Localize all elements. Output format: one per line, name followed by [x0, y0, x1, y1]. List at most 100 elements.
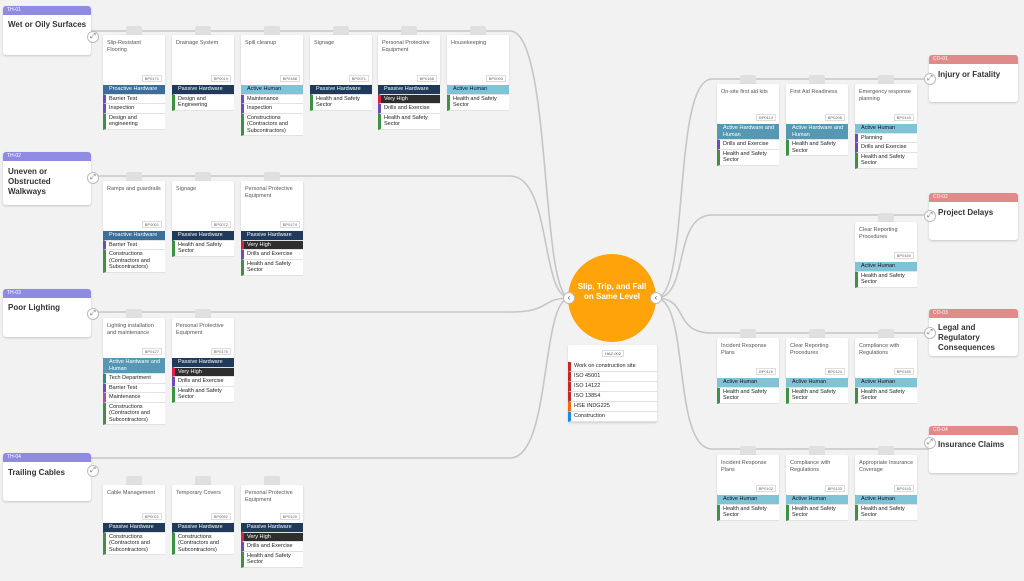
- barrier-drag-handle[interactable]: [264, 476, 280, 487]
- barrier-category: Constructions (Contractors and Subcontra…: [241, 113, 303, 136]
- barrier-name: Clear Reporting Procedures: [790, 343, 829, 356]
- barrier-drag-handle[interactable]: [809, 75, 825, 86]
- barrier-category: Drills and Exercise: [378, 104, 440, 114]
- barrier-hardware-type: Active Human: [855, 262, 917, 272]
- barrier-drag-handle[interactable]: [333, 26, 349, 37]
- barrier-name: Incident Response Plans: [721, 343, 767, 356]
- barrier-drag-handle[interactable]: [878, 329, 894, 340]
- collapse-threats-icon[interactable]: ‹: [563, 292, 575, 304]
- barrier-drag-handle[interactable]: [126, 309, 142, 320]
- barrier-category: Design and Engineering: [172, 94, 234, 111]
- consequence-card[interactable]: CO-04 Insurance Claims ⤢: [924, 426, 1018, 473]
- barrier-category: Health and Safety Sector: [786, 140, 848, 156]
- threat-code-tag: TH-02: [3, 152, 91, 161]
- barrier-category: Drills and Exercise: [241, 542, 303, 552]
- consequence-card[interactable]: CO-02 Project Delays ⤢: [924, 193, 1018, 240]
- barrier-category: Health and Safety Sector: [378, 113, 440, 130]
- barrier-id: BP0116: [756, 368, 776, 375]
- barrier-drag-handle[interactable]: [195, 309, 211, 320]
- expand-icon[interactable]: ⤢: [924, 210, 936, 222]
- barrier-name: First Aid Readiness: [790, 89, 838, 95]
- barrier-hardware-type: Passive Hardware: [172, 523, 234, 533]
- barrier-category: Barrier Test: [103, 240, 165, 250]
- threat-card[interactable]: TH-02 Uneven or Obstructed Walkways ⤢: [3, 152, 99, 205]
- expand-icon[interactable]: ⤢: [924, 327, 936, 339]
- collapse-consequences-icon[interactable]: ‹: [650, 292, 662, 304]
- barrier-drag-handle[interactable]: [126, 26, 142, 37]
- hazard-tag: Work on construction site: [568, 362, 657, 372]
- consequence-card[interactable]: CO-03 Legal and Regulatory Consequences …: [924, 309, 1018, 356]
- barrier-drag-handle[interactable]: [195, 172, 211, 183]
- barrier-drag-handle[interactable]: [470, 26, 486, 37]
- expand-icon[interactable]: ⤢: [87, 308, 99, 320]
- expand-icon[interactable]: ⤢: [924, 73, 936, 85]
- consequence-code-tag: CO-04: [929, 426, 1018, 435]
- barrier-id: BP0093: [485, 75, 506, 82]
- hazard-tag: ISO 45001: [568, 372, 657, 382]
- expand-icon[interactable]: ⤢: [87, 172, 99, 184]
- barrier-category: Health and Safety Sector: [172, 240, 234, 257]
- consequence-title: Project Delays: [938, 208, 994, 217]
- barrier-id: BP0208: [824, 114, 845, 121]
- expand-icon[interactable]: ⤢: [87, 31, 99, 43]
- barrier-name: Incident Response Plans: [721, 460, 767, 473]
- barrier-category: Health and Safety Sector: [855, 152, 917, 169]
- barrier-drag-handle[interactable]: [126, 172, 142, 183]
- barrier-drag-handle[interactable]: [740, 75, 756, 86]
- consequence-card[interactable]: CO-01 Injury or Fatality ⤢: [924, 55, 1018, 102]
- barrier-drag-handle[interactable]: [126, 476, 142, 487]
- barrier-category: Health and Safety Sector: [855, 387, 917, 404]
- threat-title: Wet or Oily Surfaces: [8, 20, 87, 29]
- hazard-node[interactable]: Slip, Trip, and Fall on Same Level: [568, 254, 656, 342]
- expand-icon[interactable]: ⤢: [924, 437, 936, 449]
- barrier-hardware-type: Passive Hardware: [172, 85, 234, 95]
- barrier-drag-handle[interactable]: [195, 476, 211, 487]
- barrier-name: Personal Protective Equipment: [382, 40, 430, 53]
- barrier-hardware-type: Passive Hardware: [172, 231, 234, 241]
- expand-icon[interactable]: ⤢: [87, 465, 99, 477]
- barrier-drag-handle[interactable]: [809, 446, 825, 457]
- threat-card[interactable]: TH-01 Wet or Oily Surfaces ⤢: [3, 6, 99, 55]
- barrier-id: BP0120: [279, 513, 300, 520]
- barrier-drag-handle[interactable]: [264, 172, 280, 183]
- hazard-tag: ISO 13854: [568, 392, 657, 402]
- barrier-drag-handle[interactable]: [809, 329, 825, 340]
- threat-card[interactable]: TH-04 Trailing Cables ⤢: [3, 453, 99, 501]
- barrier-drag-handle[interactable]: [740, 446, 756, 457]
- barrier-drag-handle[interactable]: [878, 75, 894, 86]
- threat-card[interactable]: TH-03 Poor Lighting ⤢: [3, 289, 99, 337]
- barrier-drag-handle[interactable]: [740, 329, 756, 340]
- barrier-drag-handle[interactable]: [878, 446, 894, 457]
- consequence-title: Legal and Regulatory Consequences: [938, 323, 995, 352]
- barrier-drag-handle[interactable]: [264, 26, 280, 37]
- barrier-id: BP0168: [416, 75, 437, 82]
- barrier-drag-handle[interactable]: [401, 26, 417, 37]
- barrier-drag-handle[interactable]: [878, 213, 894, 224]
- barrier-drag-handle[interactable]: [195, 26, 211, 37]
- barrier-id: BP0102: [755, 485, 776, 492]
